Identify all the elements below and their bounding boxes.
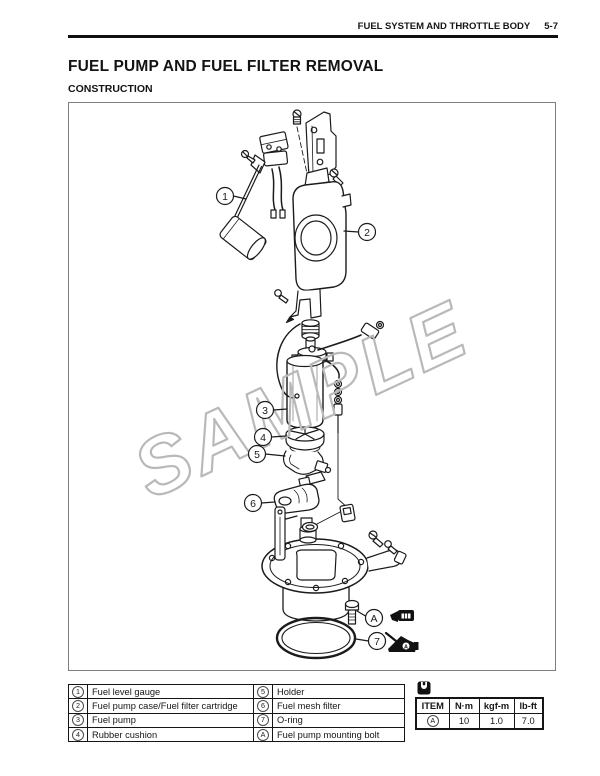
svg-text:2: 2: [364, 227, 370, 239]
svg-text:4: 4: [260, 432, 266, 444]
torque-wrench-icon: [417, 681, 431, 695]
torque-item-ref: A: [426, 714, 439, 727]
svg-text:6: 6: [250, 498, 256, 510]
svg-text:1: 1: [222, 191, 228, 203]
float-part: [219, 215, 267, 261]
svg-text:5: 5: [254, 449, 260, 461]
figure-frame: A SAMPLE 1 2: [68, 102, 556, 671]
oil-can-icon: A: [384, 631, 419, 652]
torque-table: ITEM N·m kgf-m lb-ft A 10 1.0 7.0: [415, 697, 544, 730]
part-number: 2: [72, 699, 84, 712]
exploded-diagram: A SAMPLE 1 2: [119, 109, 483, 660]
callout-1: 1: [215, 186, 247, 206]
table-row: 4 Rubber cushion A Fuel pump mounting bo…: [68, 726, 405, 743]
page-subtitle: CONSTRUCTION: [68, 83, 153, 95]
part-number: 4: [72, 728, 84, 741]
part-number: 3: [72, 714, 84, 727]
header-page-number: 5-7: [544, 21, 558, 32]
part-number: 1: [72, 685, 84, 698]
part-label: Fuel pump case/Fuel filter cartridge: [87, 698, 254, 714]
holder-part: [282, 450, 332, 485]
gasket-part: [301, 521, 319, 533]
callout-2: 2: [343, 222, 377, 242]
part-label: Fuel pump mounting bolt: [272, 726, 405, 743]
flange-connector-part: [339, 503, 356, 523]
part-number: 6: [257, 699, 269, 712]
torque-header-kgfm: kgf-m: [478, 697, 515, 714]
header-section-title: FUEL SYSTEM AND THROTTLE BODY: [357, 21, 531, 32]
part-number: 7: [257, 714, 269, 727]
callout-7: 7: [355, 631, 387, 651]
part-number: 5: [257, 685, 269, 698]
callout-6: 6: [243, 493, 276, 513]
rubber-cushion-part: [285, 426, 325, 454]
torque-header-lbft: lb-ft: [513, 697, 544, 714]
part-number: A: [257, 728, 269, 741]
fuel-level-gauge-part: [219, 131, 289, 261]
wire-right: [317, 334, 362, 351]
callout-5: 5: [247, 444, 286, 464]
filter-cap-part: [301, 319, 320, 352]
screw-right-icon: [329, 168, 344, 187]
torque-header-nm: N·m: [448, 697, 480, 714]
torque-header-row: ITEM N·m kgf-m lb-ft: [415, 697, 544, 714]
page-header: FUEL SYSTEM AND THROTTLE BODY 5-7: [68, 21, 558, 32]
mounting-flange-part: [261, 538, 407, 594]
o-ring-part: [275, 616, 357, 660]
torque-value-row: A 10 1.0 7.0: [415, 713, 544, 729]
mounting-bolt-part: [344, 599, 360, 625]
table-row: 3 Fuel pump 7 O-ring: [68, 712, 405, 728]
screw-flange-icon: [368, 530, 398, 555]
header-rule: [68, 35, 558, 38]
parts-table: 1 Fuel level gauge 5 Holder 2 Fuel pump …: [68, 683, 405, 743]
torque-lbft-value: 7.0: [513, 713, 544, 729]
wire-loop: [276, 323, 301, 399]
table-row: 1 Fuel level gauge 5 Holder: [68, 683, 405, 700]
bracket-part: [305, 111, 337, 181]
screw-small-icon: [274, 289, 289, 304]
part-label: Holder: [272, 683, 405, 700]
part-label: Fuel mesh filter: [272, 698, 405, 714]
part-label: Rubber cushion: [87, 726, 254, 743]
svg-text:A: A: [370, 613, 377, 625]
svg-text:3: 3: [262, 405, 268, 417]
part-label: Fuel pump: [87, 712, 254, 728]
callout-4: 4: [253, 427, 287, 447]
callout-3: 3: [255, 400, 288, 420]
svg-text:A: A: [404, 645, 408, 651]
threadlock-tube-icon: [390, 610, 414, 622]
part-label: O-ring: [272, 712, 405, 728]
flange-bracket-part: [274, 506, 286, 561]
table-row: 2 Fuel pump case/Fuel filter cartridge 6…: [68, 698, 405, 714]
torque-nm-value: 10: [448, 713, 480, 729]
screw-top-icon: [292, 109, 302, 125]
fuel-pump-case-part: [285, 167, 352, 324]
torque-kgfm-value: 1.0: [478, 713, 515, 729]
part-label: Fuel level gauge: [87, 683, 254, 700]
page-title: FUEL PUMP AND FUEL FILTER REMOVAL: [68, 58, 384, 75]
svg-text:7: 7: [374, 636, 380, 648]
torque-header-item: ITEM: [415, 697, 450, 714]
callout-A: A: [356, 608, 384, 628]
wire-down: [321, 358, 351, 511]
